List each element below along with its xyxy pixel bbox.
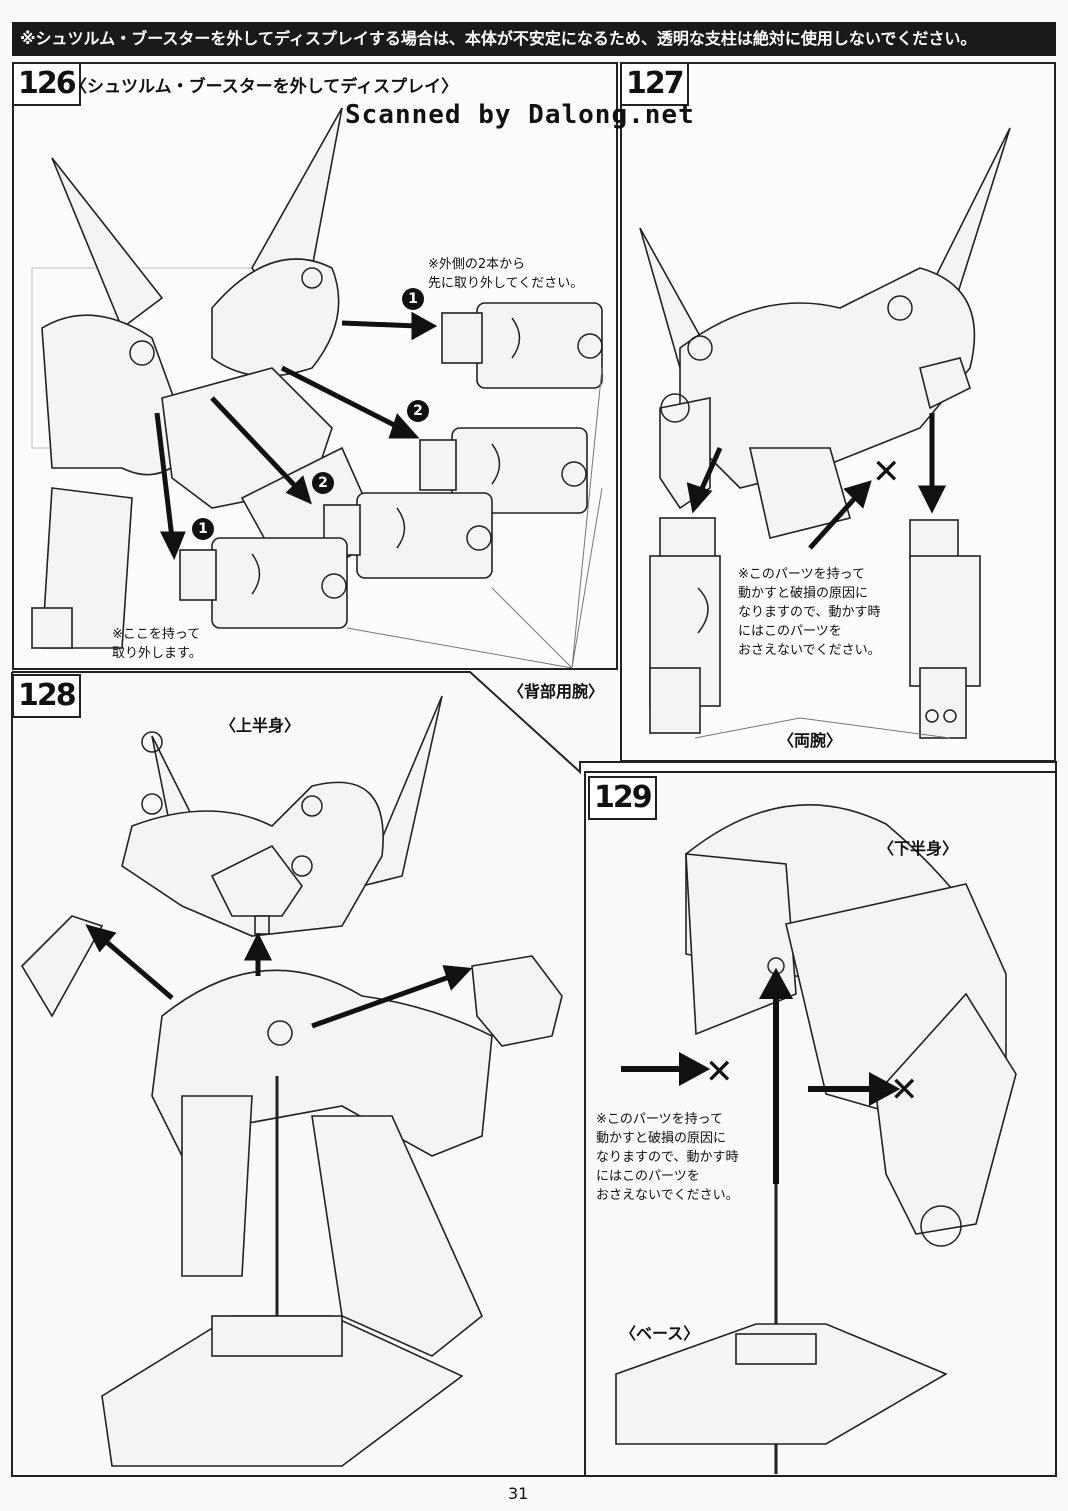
note-caution-arms: ※このパーツを持って 動かすと破損の原因に なりますので、動かす時 にはこのパー… — [738, 567, 881, 658]
step-126-title: 〈シュツルム・ブースターを外してディスプレイ〉 — [70, 77, 459, 97]
step-number-127: 127 — [620, 62, 689, 106]
label-back-arm: 〈背部用腕〉 — [508, 682, 605, 701]
note-caution-lower: ※このパーツを持って 動かすと破損の原因に なりますので、動かす時 にはこのパー… — [596, 1112, 739, 1203]
booster-1-top — [441, 302, 603, 389]
booster-3-lower — [323, 492, 493, 579]
booster-2-middle — [419, 427, 588, 514]
step-129-illustration — [615, 803, 1017, 1474]
step-number-128: 128 — [12, 674, 81, 718]
step-126-illustration — [31, 107, 603, 668]
warning-banner: ※シュツルム・ブースターを外してディスプレイする場合は、本体が不安定になるため、… — [12, 22, 1056, 56]
order-badge-1: 1 — [402, 288, 424, 310]
order-badge-1: 1 — [192, 518, 214, 540]
step-number-129: 129 — [588, 776, 657, 820]
note-hold-here: ※ここを持って 取り外します。 — [112, 627, 202, 661]
order-badge-2: 2 — [312, 472, 334, 494]
label-base: 〈ベース〉 — [620, 1324, 700, 1343]
booster-4-bottom — [179, 537, 348, 629]
page-number: 31 — [508, 1484, 529, 1503]
label-both-arms: 〈両腕〉 — [778, 731, 843, 750]
order-badge-2: 2 — [407, 400, 429, 422]
detached-arm-right — [909, 519, 981, 739]
cross-mark: ✕ — [872, 452, 901, 492]
step-number-126: 126 — [12, 62, 81, 106]
detached-arm-left — [649, 517, 721, 734]
cross-mark-right: ✕ — [890, 1070, 919, 1110]
step-128-illustration — [20, 695, 563, 1467]
label-upper-body: 〈上半身〉 — [220, 716, 301, 735]
step-127-illustration — [639, 127, 1011, 739]
cross-mark-left: ✕ — [705, 1052, 734, 1092]
note-remove-outer-first: ※外側の2本から 先に取り外してください。 — [428, 257, 584, 291]
scan-watermark: Scanned by Dalong.net — [345, 100, 695, 130]
label-lower-body: 〈下半身〉 — [878, 839, 959, 858]
